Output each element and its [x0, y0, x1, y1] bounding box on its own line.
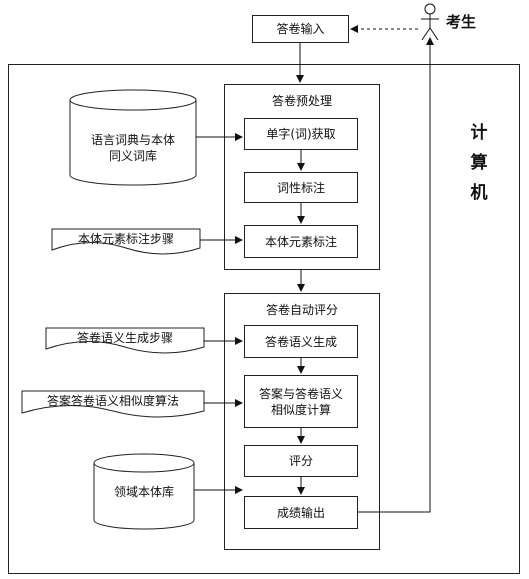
step-similarity: 答案与答卷语义 相似度计算 — [244, 375, 358, 428]
similarity-procedure-shape — [21, 390, 205, 418]
computer-frame — [8, 64, 520, 574]
similarity-procedure-label: 答案答卷语义相似度算法 — [46, 394, 179, 408]
semantic-gen-procedure-label: 答卷语义生成步骤 — [76, 331, 173, 345]
arrow-output-to-student — [358, 37, 434, 513]
ontology-tag-procedure-label: 本体元素标注步骤 — [77, 232, 174, 246]
answer-input-box: 答卷输入 — [252, 15, 349, 43]
computer-char-3: 机 — [470, 183, 488, 203]
computer-char-2: 算 — [470, 153, 488, 173]
domain-database-icon — [93, 453, 195, 530]
dictionary-database-icon — [69, 89, 197, 186]
ontology-tag-procedure-shape — [51, 228, 201, 255]
step-score-output: 成绩输出 — [244, 496, 358, 529]
step-grading: 评分 — [244, 445, 358, 477]
student-actor-icon — [421, 3, 439, 41]
step-semantic-gen: 答卷语义生成 — [244, 325, 358, 358]
student-label: 考生 — [446, 13, 477, 31]
dictionary-database-label: 语言词典与本体 同义词库 — [90, 133, 175, 163]
preprocess-title: 答卷预处理 — [271, 94, 332, 108]
scoring-group — [224, 293, 380, 550]
semantic-gen-procedure-shape — [45, 327, 205, 354]
computer-char-1: 计 — [470, 123, 488, 143]
step-pos-tagging: 词性标注 — [244, 172, 358, 203]
answer-input-label: 答卷输入 — [276, 22, 325, 36]
preprocess-group — [224, 84, 380, 270]
step-ontology-tagging: 本体元素标注 — [244, 225, 358, 258]
step-word-acquire: 单字(词)获取 — [244, 118, 358, 150]
scoring-title: 答卷自动评分 — [265, 303, 338, 317]
domain-database-label: 领域本体库 — [113, 485, 174, 499]
computer-label: 计 算 机 — [465, 118, 493, 208]
